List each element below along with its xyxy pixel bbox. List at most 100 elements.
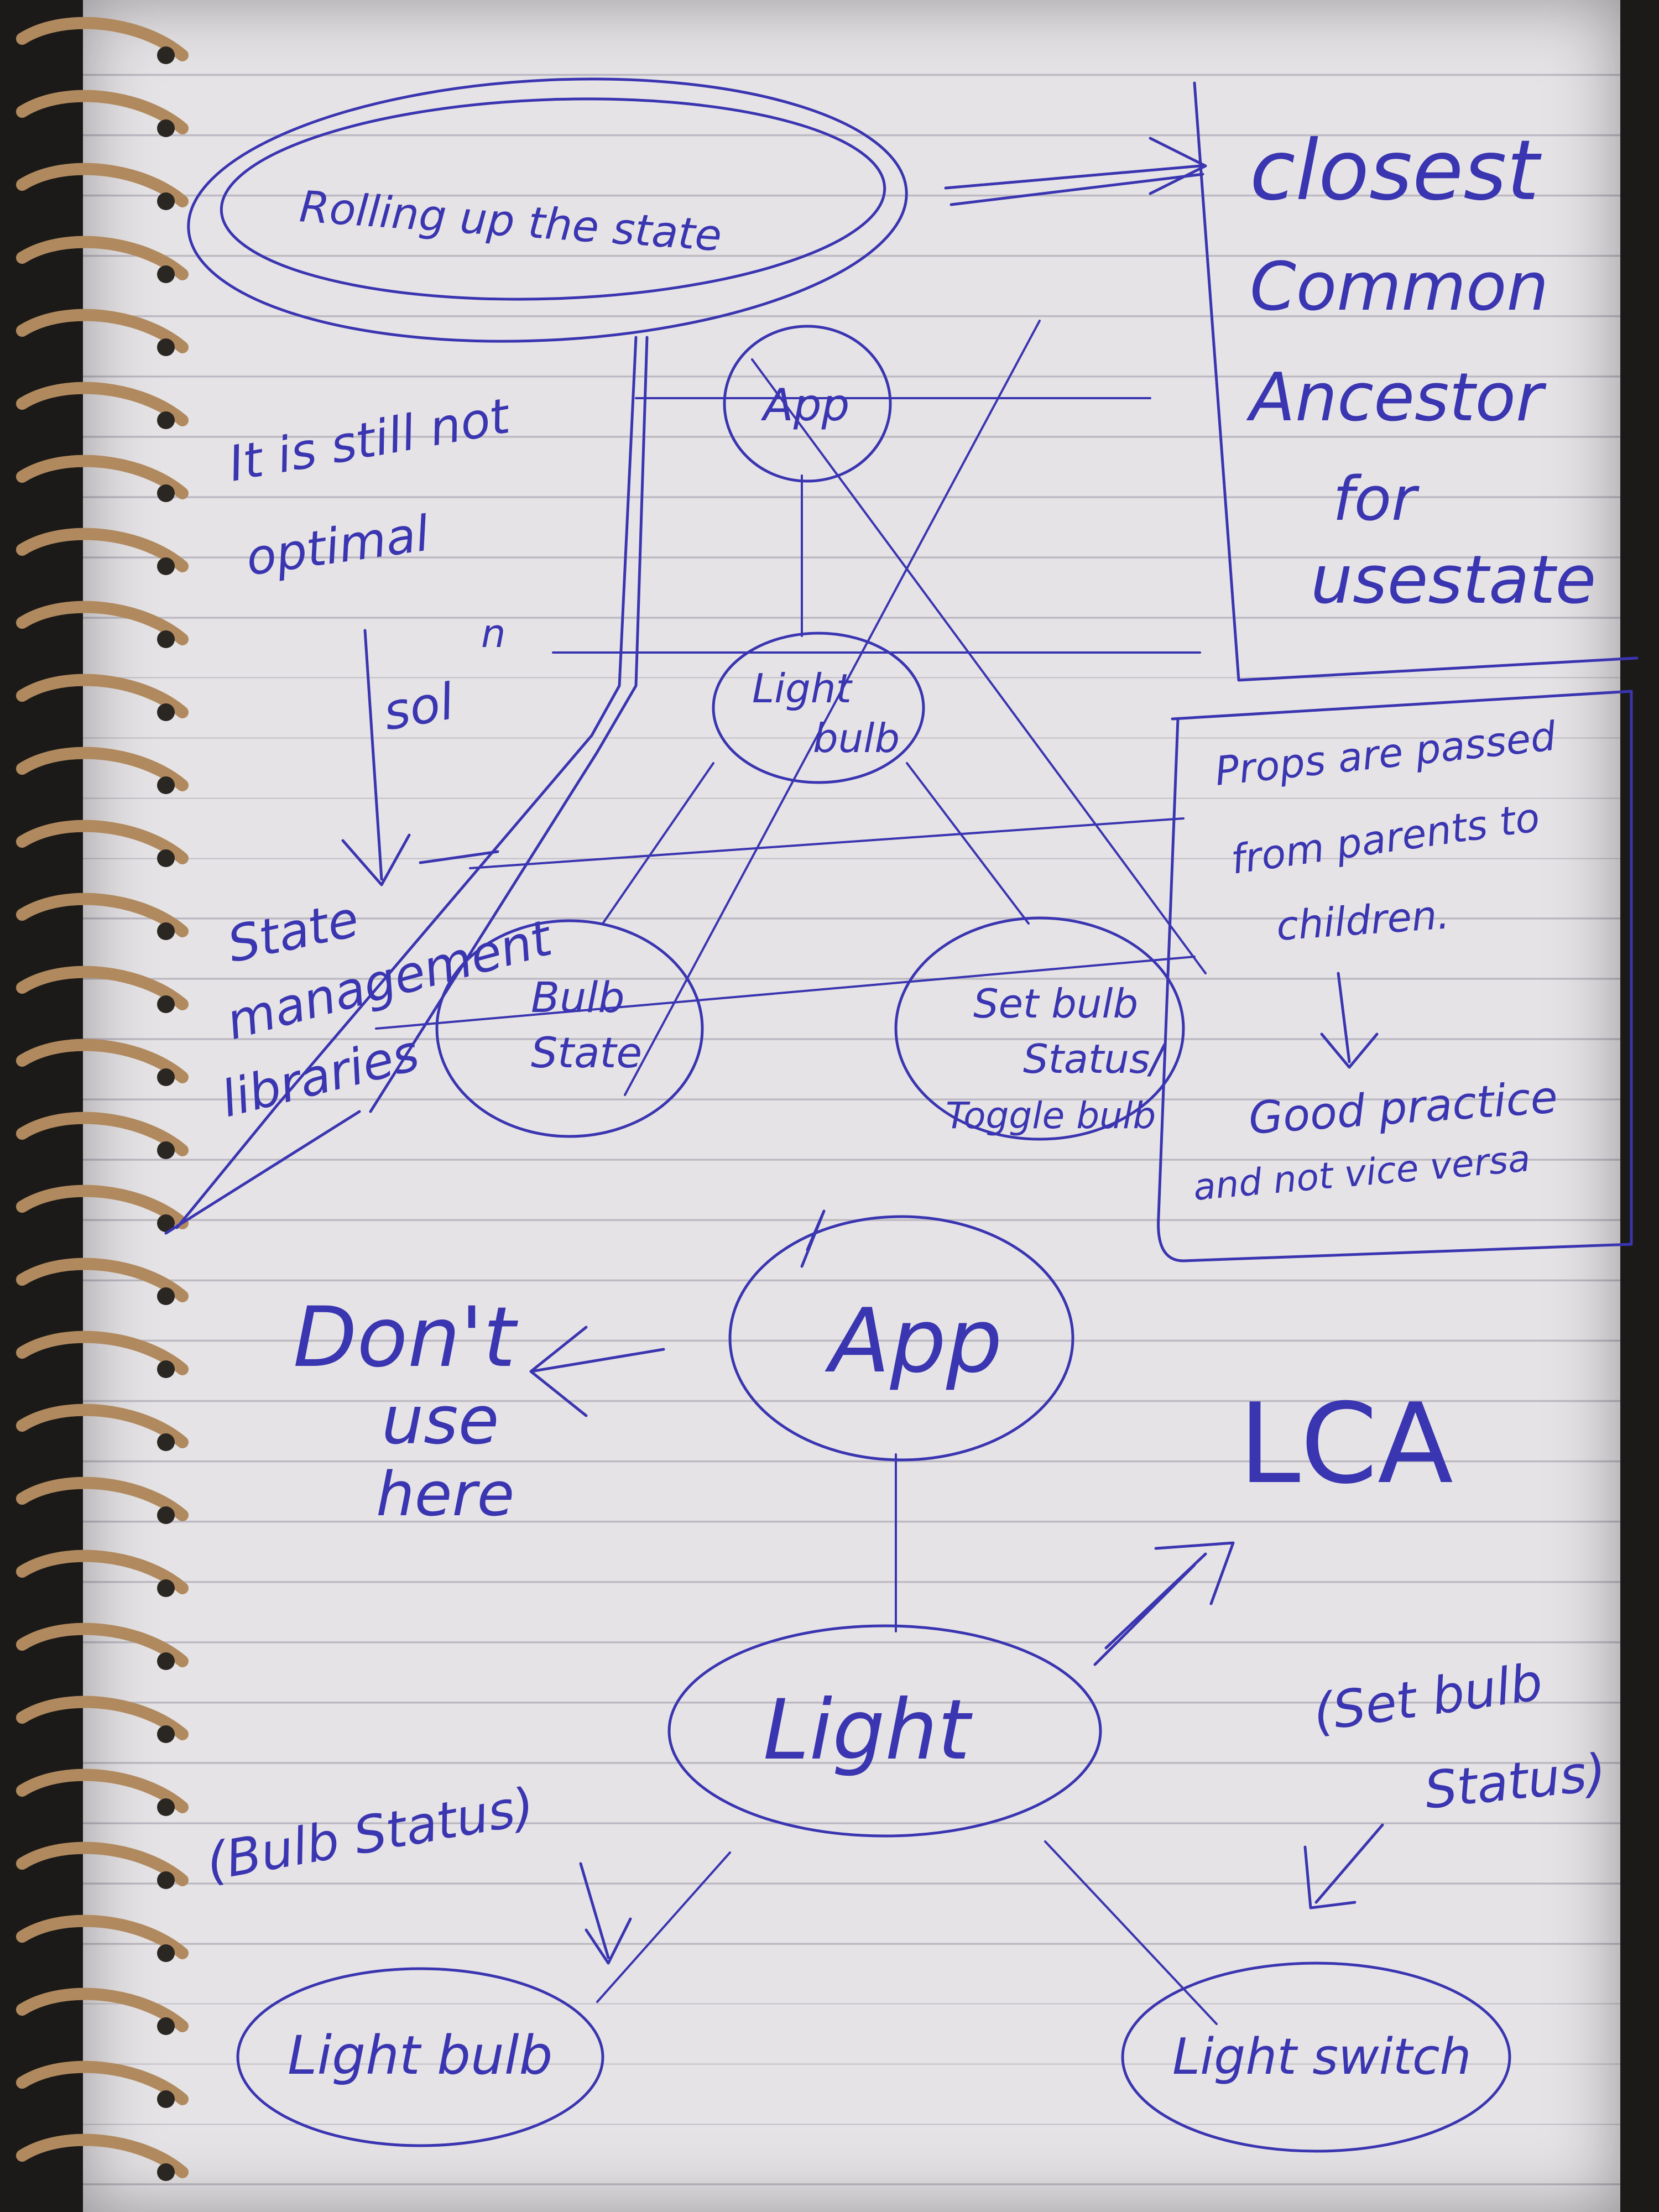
bottom-light-switch-label: Light switch [1172,2028,1472,2086]
punch-hole [157,1652,175,1670]
top-set-bulb-2: Status/ [1023,1036,1167,1082]
rolling-up-text: Rolling up the state [298,182,723,261]
spiral-ring [16,1768,189,1813]
top-set-bulb-1: Set bulb [973,980,1138,1027]
down-arrow-icon [341,629,411,886]
punch-hole [157,776,175,794]
spiral-ring [16,2133,189,2178]
punch-hole [157,2163,175,2181]
state-mgmt-underline [419,850,499,864]
spiral-ring [16,1039,189,1083]
arrow-to-lca-box-icon [944,137,1207,206]
props-box: Props are passed from parents to childre… [1157,690,1633,1262]
bottom-light-bulb-node [236,1967,604,2147]
punch-hole [157,1944,175,1962]
spiral-ring [16,455,189,499]
good-practice-line-2: and not vice versa [1192,1137,1532,1209]
punch-hole [157,46,175,64]
rolling-up-group: Rolling up the state [187,77,1207,343]
bottom-app-node [728,1215,1074,1462]
props-line-1: Props are passed [1213,713,1559,795]
down-left-arrow-icon [1303,1823,1384,1910]
top-bulb-state-2: State [531,1028,642,1077]
soln-text: sol [379,672,458,742]
bottom-light-switch-node [1121,1961,1511,2153]
not-optimal-line-1: It is still not [225,387,515,493]
punch-hole [157,338,175,356]
punch-hole [157,1068,175,1086]
left-arrow-icon [529,1326,665,1417]
spiral-ring [16,1404,189,1448]
bottom-light-node [667,1624,1102,1838]
dont-use-line-1: Don't [293,1290,519,1386]
punch-hole [157,703,175,721]
down-arrow-icon [579,1862,632,1965]
dont-use-line-2: use [382,1383,499,1459]
set-bulb-prop-2: Status) [1422,1743,1609,1820]
punch-hole [157,1433,175,1451]
spiral-ring [16,674,189,718]
up-arrow-icon [800,1209,826,1268]
spiral-ring [16,382,189,426]
spiral-ring [16,1841,189,1886]
punch-hole [157,1287,175,1305]
up-right-arrow-icon [1093,1541,1235,1666]
soln-sup: n [481,611,505,656]
punch-hole [157,1506,175,1524]
punch-hole [157,265,175,283]
spiral-ring [16,1112,189,1156]
punch-hole [157,484,175,502]
top-light-bulb-1: Light [752,665,853,712]
punch-hole [157,1798,175,1816]
spiral-ring [16,1550,189,1594]
spiral-ring [16,1331,189,1375]
punch-hole [157,1725,175,1743]
top-set-bulb-3: Toggle bulb [946,1094,1156,1137]
closest-line-4: for [1333,463,1420,534]
props-line-3: children. [1275,891,1451,950]
closest-line-3: Ancestor [1246,359,1547,436]
punch-hole [157,119,175,137]
dont-use-line-3: here [376,1459,514,1530]
closest-line-2: Common [1250,249,1548,326]
spiral-binding [16,17,189,2181]
punch-hole [157,995,175,1013]
punch-hole [157,922,175,940]
set-bulb-prop-1: (Set bulb [1310,1652,1546,1743]
top-set-bulb-node [894,916,1185,1141]
spiral-ring [16,1477,189,1521]
spiral-ring [16,1987,189,2032]
top-tree: App Light bulb Bulb State Set bulb Statu… [164,320,1207,1235]
slash-stroke [164,336,649,1235]
spiral-ring [16,236,189,280]
spiral-ring [16,966,189,1010]
punch-hole [157,630,175,648]
closest-ancestor-box: closest Common Ancestor for usestate [1193,81,1639,682]
bulb-status-prop: (Bulb Status) [202,1776,539,1892]
good-practice-line-1: Good practice [1247,1071,1559,1144]
punch-hole [157,1579,175,1597]
spiral-ring [16,1185,189,1229]
spiral-ring [16,528,189,572]
punch-hole [157,192,175,210]
notebook-page [83,0,1620,2212]
top-bulb-state-node [435,919,704,1138]
spiral-ring [16,1695,189,1740]
punch-hole [157,2090,175,2108]
punch-hole [157,2017,175,2035]
punch-hole [157,1141,175,1159]
cross-out-stroke [375,320,1207,1096]
spiral-ring [16,820,189,864]
spiral-ring [16,1258,189,1302]
down-arrow-icon [1320,972,1379,1069]
bottom-app-label: App [825,1289,1003,1392]
spiral-ring [16,1914,189,1959]
punch-hole [157,849,175,867]
bottom-light-label: Light [763,1682,973,1778]
bottom-light-bulb-label: Light bulb [288,2025,552,2086]
punch-hole [157,1871,175,1889]
spiral-ring [16,163,189,207]
punch-hole [157,1360,175,1378]
lca-text: LCA [1239,1380,1453,1509]
